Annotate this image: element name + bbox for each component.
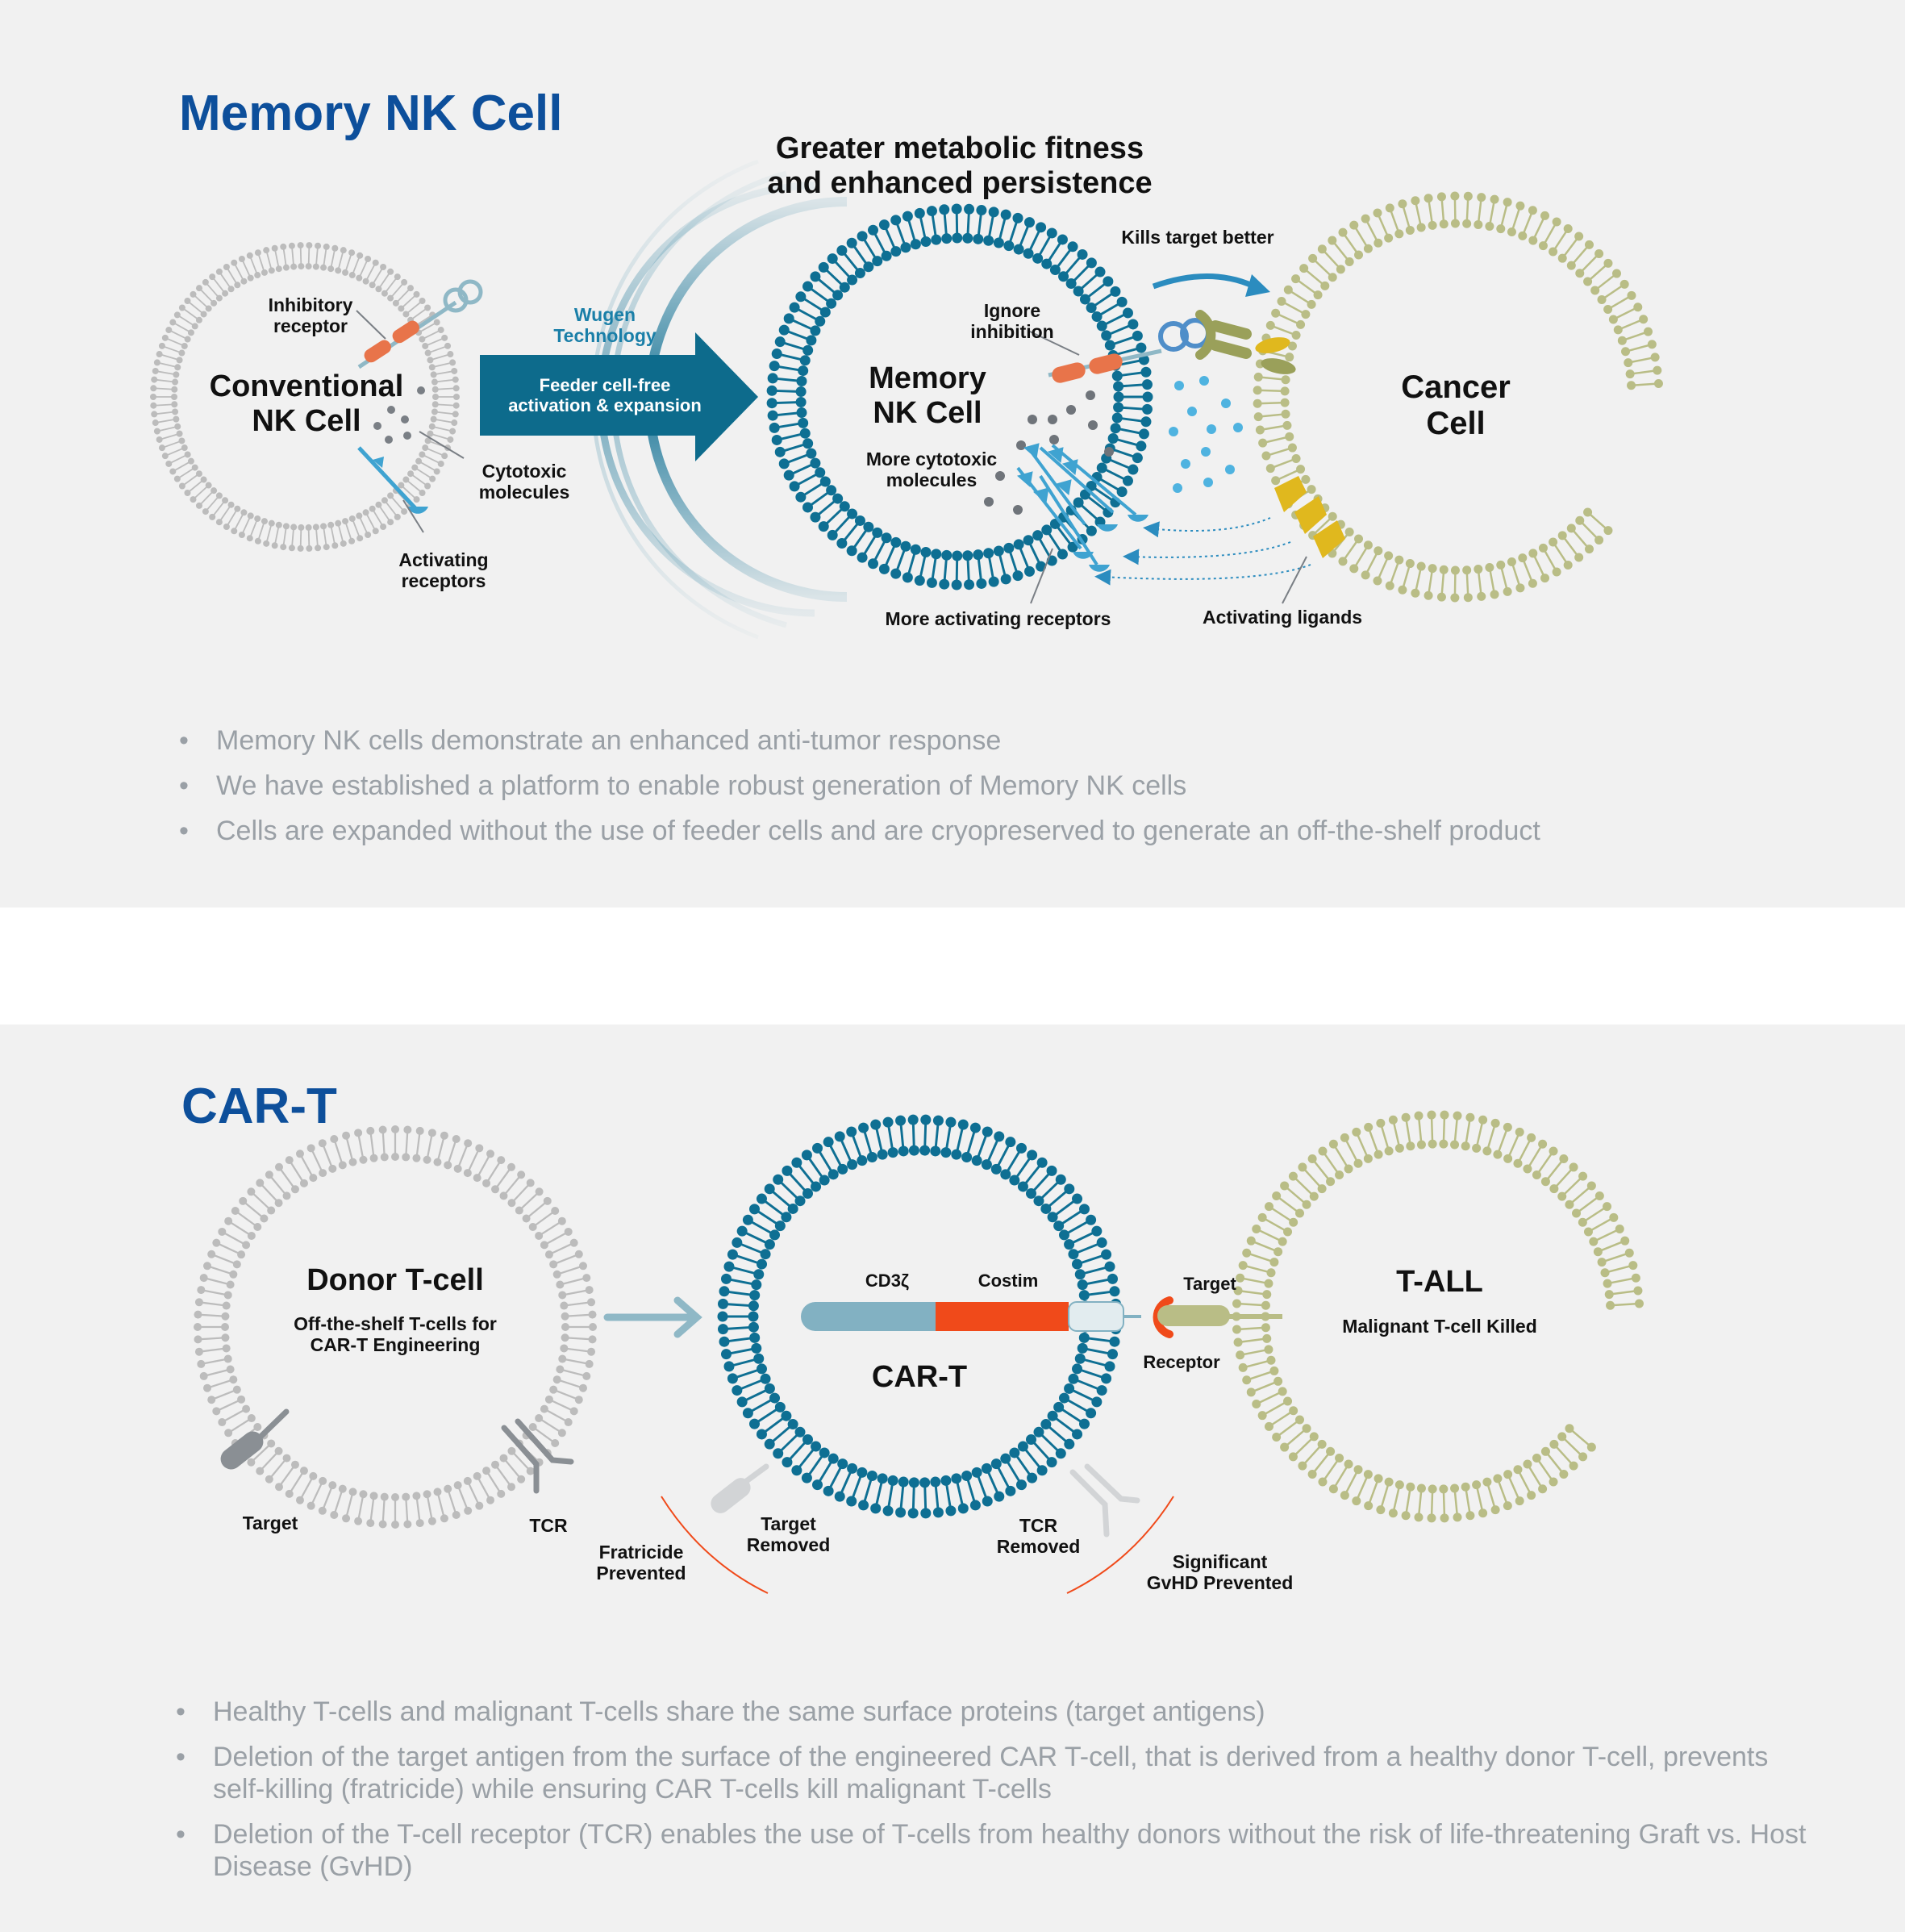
conventional-activating-receptor-icon xyxy=(357,446,428,514)
memory-nk-bullets: Memory NK cells demonstrate an enhanced … xyxy=(179,724,1792,860)
donor-tcr-label: TCR xyxy=(529,1515,568,1536)
car-t-membrane xyxy=(717,1114,1122,1519)
bullet-item: Healthy T-cells and malignant T-cells sh… xyxy=(176,1696,1813,1728)
cd3z-label: CD3ζ xyxy=(865,1271,910,1291)
memory-cytotoxic-molecules xyxy=(984,390,1114,515)
removed-target-icon xyxy=(711,1463,769,1513)
conventional-nk-label: Conventional NK Cell xyxy=(198,369,415,438)
memory-nk-cell-label: Memory NK Cell xyxy=(869,361,986,430)
memory-inhibitory-receptor-icon xyxy=(1048,310,1296,383)
donor-target-label: Target xyxy=(242,1513,298,1533)
car-construct-icon xyxy=(801,1296,1282,1338)
bullet-item: Memory NK cells demonstrate an enhanced … xyxy=(179,724,1792,757)
memory-nk-title: Memory NK Cell xyxy=(179,86,563,141)
fratricide-prevented-label: Fratricide Prevented xyxy=(596,1542,686,1584)
conventional-inhibitory-receptor-icon xyxy=(357,279,483,369)
activating-receptors-label: Activating receptors xyxy=(398,549,489,591)
car-t-cell-label: CAR-T xyxy=(871,1360,968,1394)
gvhd-prevented-label: Significant GvHD Prevented xyxy=(1146,1551,1294,1593)
receptor-target-label: Target xyxy=(1183,1274,1236,1294)
label-leader-lines xyxy=(356,310,1307,604)
transfer-arrow-icon xyxy=(603,1296,702,1338)
fitness-heading: Greater metabolic fitness and enhanced p… xyxy=(767,131,1153,200)
bullet-item: We have established a platform to enable… xyxy=(179,770,1792,802)
tcr-removed-label: TCR Removed xyxy=(996,1515,1081,1557)
bullet-item: Cells are expanded without the use of fe… xyxy=(179,815,1792,847)
inhibitory-receptor-label: Inhibitory receptor xyxy=(268,294,353,336)
bullet-item: Deletion of the target antigen from the … xyxy=(176,1741,1813,1805)
kills-target-label: Kills target better xyxy=(1121,227,1274,248)
kills-target-arrow-icon xyxy=(1152,273,1270,297)
car-t-bullets: Healthy T-cells and malignant T-cells sh… xyxy=(176,1696,1813,1896)
conventional-cytotoxic-molecules xyxy=(373,386,425,444)
donor-target-antigen-icon xyxy=(220,1408,290,1470)
cancer-cell-label: Cancer Cell xyxy=(1401,369,1511,441)
car-t-title: CAR-T xyxy=(181,1079,337,1134)
activating-ligands-icon xyxy=(1274,476,1345,558)
donor-tcr-icon xyxy=(501,1418,574,1494)
conventional-nk-membrane xyxy=(150,242,460,552)
memory-activating-receptors-icon xyxy=(1016,443,1148,572)
donor-tcell-label: Donor T-cell xyxy=(306,1263,484,1297)
prevention-arcs xyxy=(661,1496,1174,1594)
ignore-inhibition-label: Ignore inhibition xyxy=(970,300,1054,342)
cytotoxic-molecules-label: Cytotoxic molecules xyxy=(478,461,570,503)
arrow-text: Feeder cell-free activation & expansion xyxy=(508,375,702,415)
t-all-membrane xyxy=(1232,1110,1644,1523)
t-all-label: T-ALL xyxy=(1396,1265,1483,1299)
removed-tcr-icon xyxy=(1069,1463,1140,1538)
more-activating-receptors-label: More activating receptors xyxy=(885,608,1111,629)
target-removed-label: Target Removed xyxy=(746,1513,831,1555)
activating-ligands-label: Activating ligands xyxy=(1202,607,1363,628)
ligand-binding-arrows xyxy=(1094,517,1311,586)
bullet-item: Deletion of the T-cell receptor (TCR) en… xyxy=(176,1818,1813,1883)
malignant-killed-label: Malignant T-cell Killed xyxy=(1342,1316,1537,1337)
released-granules xyxy=(1169,376,1243,493)
costim-label: Costim xyxy=(978,1271,1039,1291)
more-cytotoxic-label: More cytotoxic molecules xyxy=(865,449,998,490)
conventional-nk-text: Conventional NK Cell xyxy=(209,369,404,438)
cancer-cell-membrane xyxy=(1253,191,1663,603)
donor-tcell-subtitle: Off-the-shelf T-cells for CAR-T Engineer… xyxy=(294,1313,497,1355)
technology-arrow-icon xyxy=(480,332,758,461)
wugen-technology-label: Wugen Technology xyxy=(553,304,657,346)
receptor-label: Receptor xyxy=(1143,1352,1220,1372)
